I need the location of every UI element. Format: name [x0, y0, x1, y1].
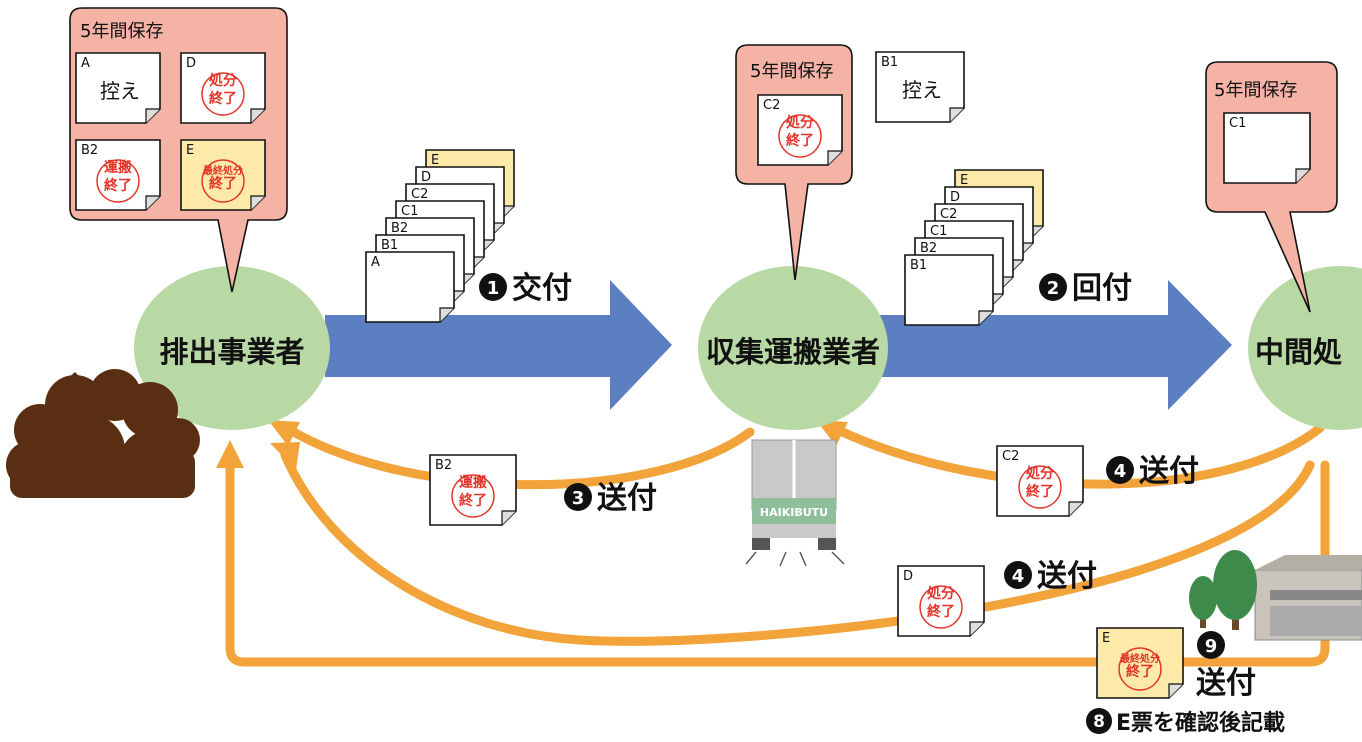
step-4a: 4 送付 [1106, 454, 1199, 489]
slip-a: A 控え [75, 52, 161, 124]
svg-text:B1: B1 [381, 238, 398, 253]
svg-text:C1: C1 [930, 224, 947, 239]
svg-text:処分: 処分 [926, 585, 955, 602]
svg-text:D: D [421, 170, 431, 185]
step-9-label: 送付 [1196, 666, 1256, 701]
svg-text:E: E [960, 173, 968, 188]
slip-b1: B1 [904, 254, 994, 326]
step-4b-label: 送付 [1037, 559, 1097, 594]
svg-text:終了: 終了 [927, 603, 955, 620]
svg-text:最終処分: 最終処分 [1120, 652, 1160, 665]
generator-circle [134, 266, 330, 430]
svg-text:1: 1 [487, 278, 500, 299]
svg-text:終了: 終了 [209, 90, 237, 107]
svg-text:4: 4 [1114, 461, 1127, 482]
svg-text:B2: B2 [391, 221, 408, 236]
svg-text:B2: B2 [81, 143, 98, 158]
svg-text:E: E [186, 143, 194, 158]
svg-text:終了: 終了 [104, 177, 132, 194]
truck-text: HAIKIBUTU [760, 506, 828, 519]
step-2: 2 回付 [1039, 271, 1132, 306]
svg-text:B2: B2 [435, 458, 452, 473]
svg-text:処分: 処分 [208, 72, 237, 89]
svg-text:終了: 終了 [1026, 483, 1054, 500]
forward-arrow-1 [325, 280, 672, 410]
slips-layer: A控えD処分終了B2運搬終了E最終処分終了EDC2C1B2B1AC2処分終了B1… [75, 51, 1311, 699]
svg-text:9: 9 [1205, 636, 1218, 657]
svg-text:終了: 終了 [786, 132, 814, 149]
svg-text:C2: C2 [1002, 449, 1019, 464]
svg-text:A: A [81, 56, 90, 71]
svg-text:A: A [371, 255, 380, 270]
svg-text:運搬: 運搬 [459, 474, 487, 491]
storage-label-2: 5年間保存 [750, 61, 833, 82]
svg-text:2: 2 [1047, 278, 1060, 299]
svg-text:C2: C2 [763, 98, 780, 113]
facility-icon [1254, 555, 1362, 641]
svg-text:8: 8 [1093, 712, 1105, 732]
svg-text:C2: C2 [411, 187, 428, 202]
slip-b1: B1 控え [875, 51, 965, 123]
svg-text:4: 4 [1012, 566, 1025, 587]
return-arrows [225, 423, 1330, 667]
step-4b: 4 送付 [1004, 559, 1097, 594]
step-2-label: 回付 [1072, 271, 1132, 306]
step-8-label: E票を確認後記載 [1116, 710, 1285, 736]
svg-text:控え: 控え [902, 78, 942, 102]
generator-label: 排出事業者 [159, 335, 304, 369]
step-8: 8 E票を確認後記載 [1086, 708, 1285, 736]
svg-text:C1: C1 [1229, 116, 1246, 131]
svg-text:D: D [186, 56, 196, 71]
svg-text:3: 3 [572, 488, 585, 509]
svg-text:最終処分: 最終処分 [203, 164, 243, 177]
svg-text:終了: 終了 [209, 175, 237, 192]
svg-text:B1: B1 [881, 55, 898, 70]
slip-c1: C1 [1223, 112, 1311, 184]
svg-text:C2: C2 [940, 207, 957, 222]
svg-text:B1: B1 [910, 258, 927, 273]
storage-label-3: 5年間保存 [1214, 80, 1297, 101]
waste-pile-icon [6, 369, 200, 498]
step-1: 1 交付 [479, 271, 572, 306]
svg-text:E: E [1102, 631, 1110, 646]
tree-icon [1189, 550, 1257, 630]
truck-icon: HAIKIBUTU [745, 439, 845, 567]
svg-text:D: D [950, 190, 960, 205]
step-3-label: 送付 [597, 481, 657, 516]
svg-text:C1: C1 [401, 204, 418, 219]
svg-text:終了: 終了 [1126, 663, 1154, 680]
step-9: 9 送付 [1196, 631, 1256, 701]
slip-a: A [365, 251, 455, 323]
intermediate-label: 中間処 [1255, 335, 1342, 369]
storage-label-1: 5年間保存 [80, 21, 163, 42]
intermediate-circle [1248, 266, 1362, 430]
collector-circle [698, 266, 888, 430]
step-1-label: 交付 [512, 271, 572, 306]
svg-text:処分: 処分 [785, 114, 814, 131]
return-arrowheads [216, 420, 848, 470]
svg-text:B2: B2 [920, 241, 937, 256]
forward-arrow-2 [880, 280, 1232, 410]
step-4a-label: 送付 [1139, 454, 1199, 489]
step-3: 3 送付 [564, 481, 657, 516]
svg-text:E: E [431, 153, 439, 168]
svg-text:D: D [903, 569, 913, 584]
svg-text:運搬: 運搬 [104, 159, 132, 176]
svg-text:処分: 処分 [1025, 465, 1054, 482]
collector-label: 収集運搬業者 [706, 335, 880, 369]
svg-text:控え: 控え [100, 79, 140, 103]
svg-text:終了: 終了 [459, 492, 487, 509]
